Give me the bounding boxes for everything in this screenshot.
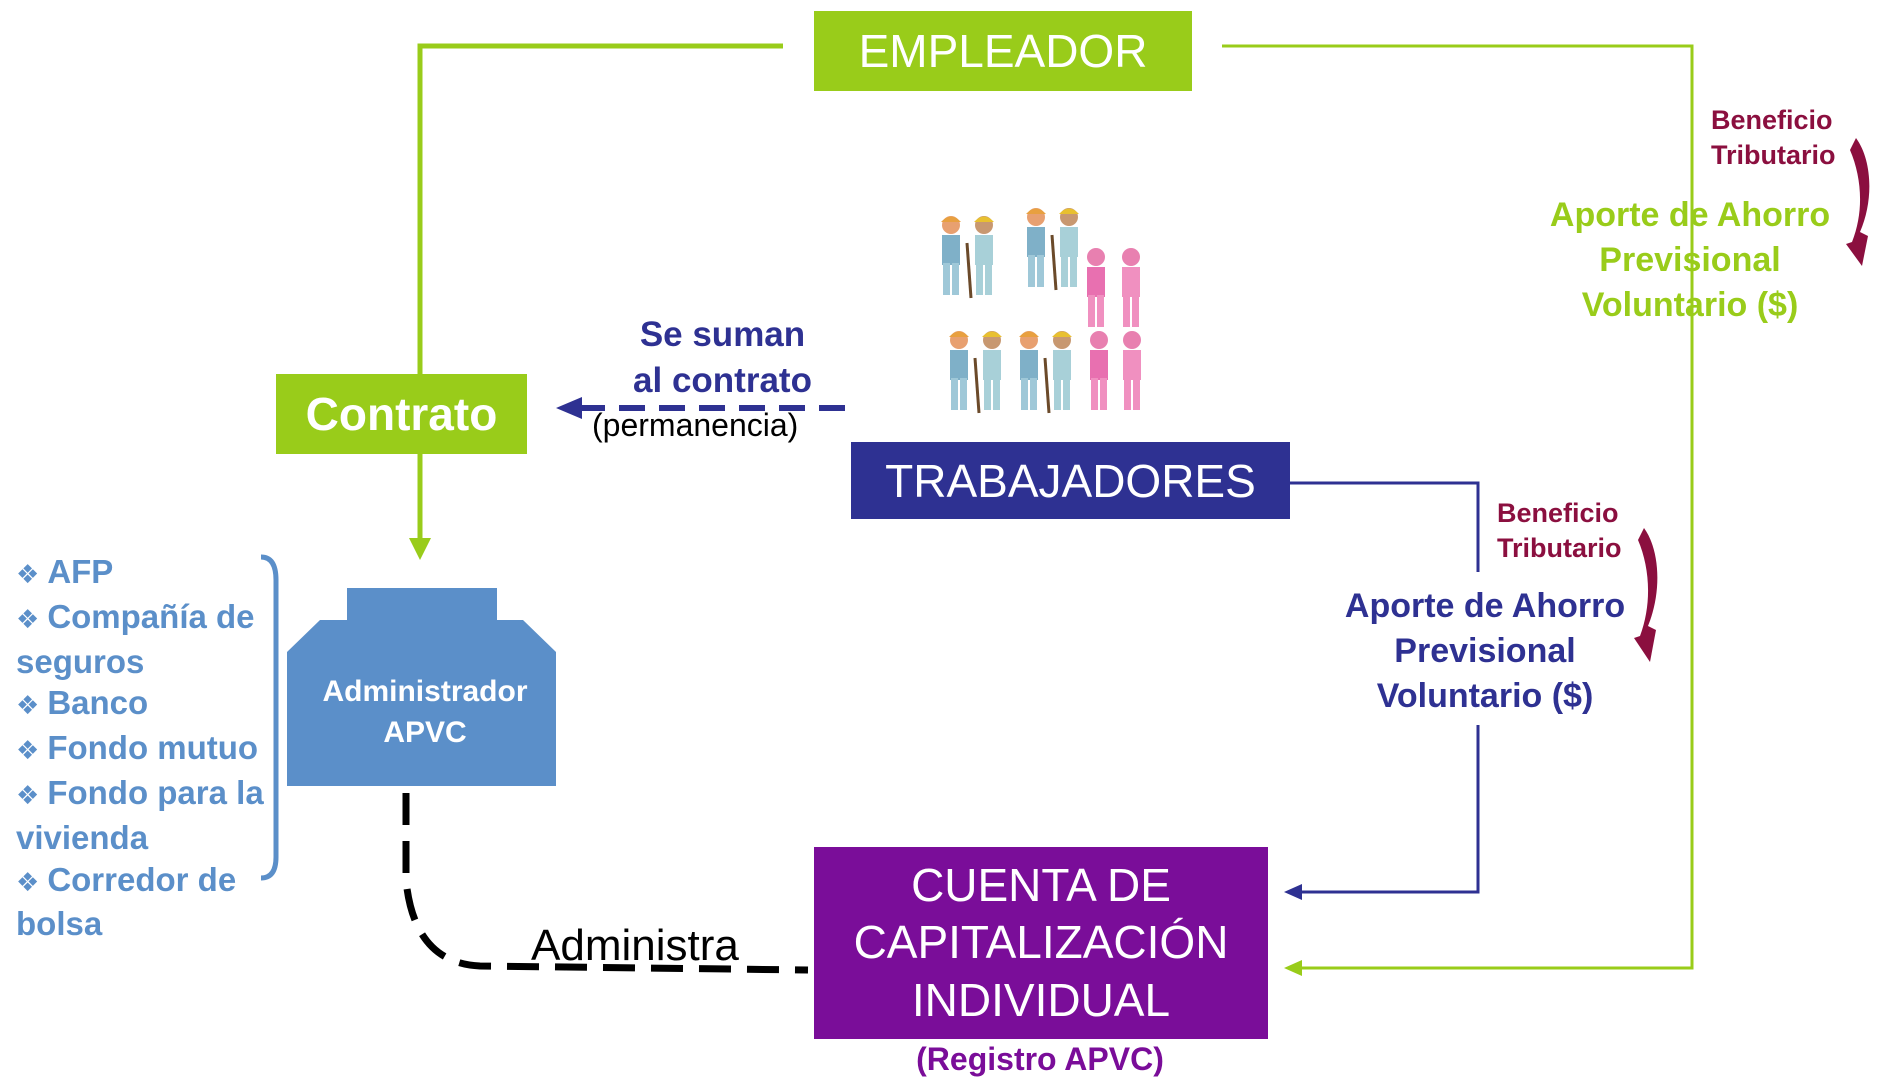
administrador-label: Administrador APVC [290, 672, 560, 753]
worker-figure-group-row1 [941, 208, 1140, 327]
aporte-trabajador-line-1: Aporte de Ahorro [1344, 587, 1626, 625]
administrador-line-2: APVC [383, 715, 467, 749]
list-item: ❖Banco [16, 684, 149, 722]
registro-label: (Registro APVC) [916, 1041, 1164, 1077]
diamond-bullet-icon: ❖ [16, 603, 40, 634]
empleador-to-cuenta-line-top [1222, 44, 1694, 340]
beneficio-empleador-line-2: Tributario [1711, 139, 1836, 170]
list-item: ❖AFP [16, 553, 114, 590]
aporte-empleador-line-3: Voluntario ($) [1581, 285, 1799, 324]
trabajadores-to-cuenta-line-top [1290, 481, 1480, 572]
se-suman-arrowhead [556, 397, 582, 419]
se-suman-line-2: al contrato [633, 360, 812, 400]
list-item: ❖Corredor de bolsa [16, 860, 237, 943]
administradores-bracket [260, 554, 279, 881]
diamond-bullet-icon: ❖ [16, 779, 40, 810]
curved-arrow-icon [1846, 138, 1870, 266]
aporte-trabajador-label: Aporte de Ahorro Previsional Voluntario … [1320, 584, 1650, 719]
list-item: ❖Fondo mutuo [16, 729, 259, 767]
beneficio-empleador-line-1: Beneficio [1711, 105, 1833, 135]
trabajadores-to-cuenta-line-bottom [1300, 725, 1480, 894]
aporte-empleador-label: Aporte de Ahorro Previsional Voluntario … [1500, 193, 1880, 328]
diamond-bullet-icon: ❖ [16, 690, 40, 721]
cuenta-line-2: CAPITALIZACIÓN [853, 916, 1229, 969]
beneficio-trabajador-line-1: Beneficio [1497, 498, 1619, 528]
contrato-to-administrador-arrowhead [409, 538, 431, 560]
curved-arrow-icon [1634, 528, 1658, 662]
empleador-to-contrato-line [417, 43, 783, 374]
contrato-node: Contrato [276, 374, 527, 454]
list-item: ❖Compañía de seguros [16, 597, 255, 680]
beneficio-trabajador-line-2: Tributario [1497, 532, 1622, 563]
diamond-bullet-icon: ❖ [16, 866, 40, 897]
administra-label: Administra [531, 921, 739, 970]
workers-clipart-icon [941, 208, 1141, 414]
aporte-empleador-line-2: Previsional [1599, 240, 1781, 279]
se-suman-line-1: Se suman [639, 315, 806, 354]
empleador-node: EMPLEADOR [814, 11, 1192, 91]
list-item: ❖Fondo para la vivienda [16, 773, 264, 856]
permanencia-label: (permanencia) [592, 407, 799, 443]
empleador-to-cuenta-arrowhead [1284, 960, 1302, 976]
administrador-line-1: Administrador [322, 675, 528, 708]
empleador-to-cuenta-line-bottom [1300, 338, 1694, 970]
trabajadores-node: TRABAJADORES [851, 442, 1290, 519]
beneficio-empleador-label: Beneficio Tributario [1711, 103, 1836, 172]
cuenta-node: CUENTA DE CAPITALIZACIÓN INDIVIDUAL [814, 847, 1268, 1039]
worker-figure-group-row2 [949, 331, 1141, 414]
cuenta-line-1: CUENTA DE [911, 858, 1171, 911]
beneficio-trabajador-label: Beneficio Tributario [1497, 496, 1622, 565]
trabajadores-to-cuenta-arrowhead [1284, 884, 1302, 900]
cuenta-line-3: INDIVIDUAL [911, 973, 1171, 1026]
diamond-bullet-icon: ❖ [16, 559, 40, 589]
aporte-trabajador-line-3: Voluntario ($) [1376, 676, 1594, 715]
se-suman-label: Se suman al contrato [605, 312, 840, 403]
administra-dashed-curve [402, 793, 809, 974]
administradores-list: ❖AFP ❖Compañía de seguros ❖Banco ❖Fondo … [16, 551, 266, 945]
administrador-shape [287, 588, 556, 786]
diamond-bullet-icon: ❖ [16, 735, 40, 766]
aporte-empleador-line-1: Aporte de Ahorro [1549, 196, 1831, 234]
aporte-trabajador-line-2: Previsional [1394, 631, 1576, 670]
